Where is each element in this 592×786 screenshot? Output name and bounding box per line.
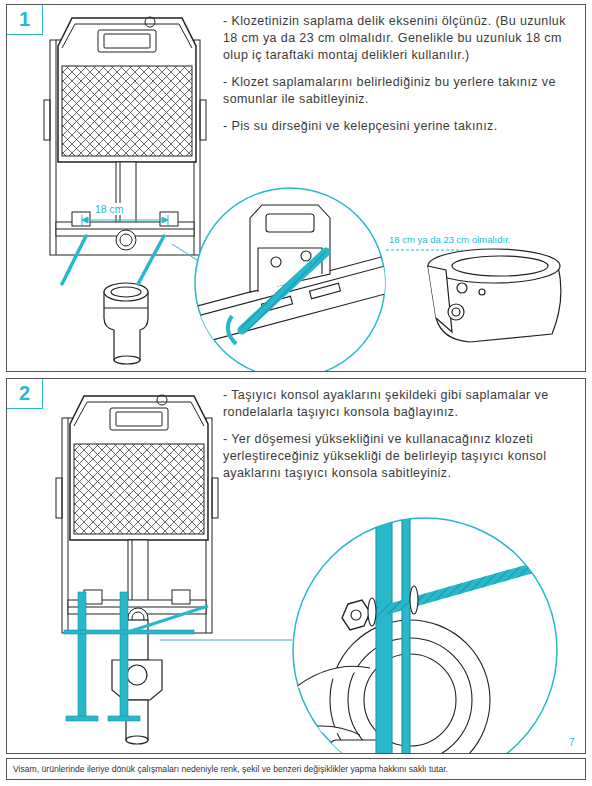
drain-elbow bbox=[104, 283, 148, 301]
step-number: 1 bbox=[7, 5, 43, 35]
dimension-label: 18 cm ya da 23 cm olmalıdır. bbox=[388, 234, 511, 245]
dimension-line bbox=[386, 250, 462, 251]
step-number: 2 bbox=[7, 379, 43, 409]
detail-circle bbox=[242, 252, 326, 330]
dimension-line bbox=[82, 217, 88, 223]
detail-circle bbox=[293, 518, 557, 754]
wall-hung-toilet bbox=[428, 249, 560, 283]
wall-hung-toilet bbox=[452, 308, 460, 316]
drain-pipe bbox=[112, 660, 162, 700]
detail-circle bbox=[351, 610, 361, 620]
detail-circle bbox=[301, 251, 311, 261]
detail-circle bbox=[350, 566, 540, 620]
detail-circle bbox=[242, 252, 326, 330]
drain-elbow bbox=[104, 292, 148, 360]
detail-circle bbox=[266, 214, 314, 232]
instruction-text: - Klozet saplamalarını belirlediğiniz bu… bbox=[223, 74, 583, 108]
instruction-text: - Klozetinizin saplama delik eksenini öl… bbox=[223, 13, 583, 64]
support-leg bbox=[78, 592, 86, 720]
leader-line bbox=[172, 244, 197, 260]
step-panel: 2 - Taşıyıcı konsol ayaklarını şekildeki … bbox=[6, 378, 586, 754]
wall-hung-toilet bbox=[428, 266, 452, 332]
detail-circle bbox=[376, 500, 392, 754]
detail-circle bbox=[402, 500, 410, 754]
support-leg bbox=[64, 592, 208, 721]
support-leg bbox=[108, 716, 140, 721]
wall-hung-toilet bbox=[479, 289, 485, 295]
instruction-text: - Pis su dirseğini ve kelepçesini yerine… bbox=[223, 118, 583, 135]
drain-elbow bbox=[104, 307, 148, 308]
support-leg bbox=[120, 592, 128, 720]
detail-circle bbox=[368, 598, 376, 626]
drain-pipe bbox=[127, 665, 147, 685]
detail-circle bbox=[271, 257, 281, 267]
leader-line bbox=[160, 640, 292, 641]
detail-circle bbox=[228, 316, 236, 344]
detail-circle bbox=[292, 726, 360, 735]
support-leg bbox=[128, 606, 208, 632]
drain-elbow bbox=[104, 283, 148, 364]
drain-pipe bbox=[126, 736, 148, 744]
dimension-line bbox=[82, 220, 168, 221]
detail-circle bbox=[190, 205, 400, 346]
disclaimer-text: Visam, ürünlerinde ileriye dönük çalışma… bbox=[13, 763, 579, 775]
drain-pipe bbox=[112, 620, 162, 744]
footer-band: Visam, ürünlerinde ileriye dönük çalışma… bbox=[6, 758, 586, 780]
detail-circle bbox=[250, 205, 330, 292]
instruction-text: - Taşıyıcı konsol ayaklarını şekildeki g… bbox=[223, 387, 583, 421]
leader-line bbox=[160, 640, 292, 641]
wall-hung-toilet bbox=[457, 283, 467, 293]
detail-circle bbox=[350, 566, 540, 620]
drain-elbow bbox=[114, 356, 140, 364]
toilet-bolt bbox=[62, 236, 86, 284]
instruction-text: - Yer döşemesi yüksekliğini ve kullanaca… bbox=[223, 431, 583, 482]
drain-elbow bbox=[111, 287, 141, 297]
dimension-line bbox=[82, 215, 168, 225]
leader-line bbox=[172, 244, 197, 260]
wall-hung-toilet bbox=[428, 249, 561, 342]
detail-circle bbox=[410, 586, 418, 614]
wall-hung-toilet bbox=[452, 256, 548, 276]
cistern-frame bbox=[44, 17, 206, 255]
page-number: 7 bbox=[568, 737, 576, 748]
support-leg bbox=[66, 716, 98, 721]
wall-hung-toilet bbox=[448, 304, 464, 320]
detail-circle bbox=[292, 666, 370, 690]
dimension-label: 18 cm bbox=[94, 203, 125, 215]
dimension-line bbox=[162, 217, 168, 223]
detail-circle bbox=[292, 500, 540, 754]
detail-circle bbox=[190, 188, 400, 372]
detail-circle bbox=[342, 600, 370, 630]
toilet-bolt bbox=[62, 236, 164, 284]
detail-circle bbox=[309, 283, 340, 298]
step-panel: 1 - Klozetinizin saplama delik eksenini ö… bbox=[6, 4, 586, 372]
cistern-frame bbox=[44, 17, 206, 255]
toilet-bolt bbox=[138, 236, 164, 284]
detail-circle bbox=[292, 500, 557, 754]
